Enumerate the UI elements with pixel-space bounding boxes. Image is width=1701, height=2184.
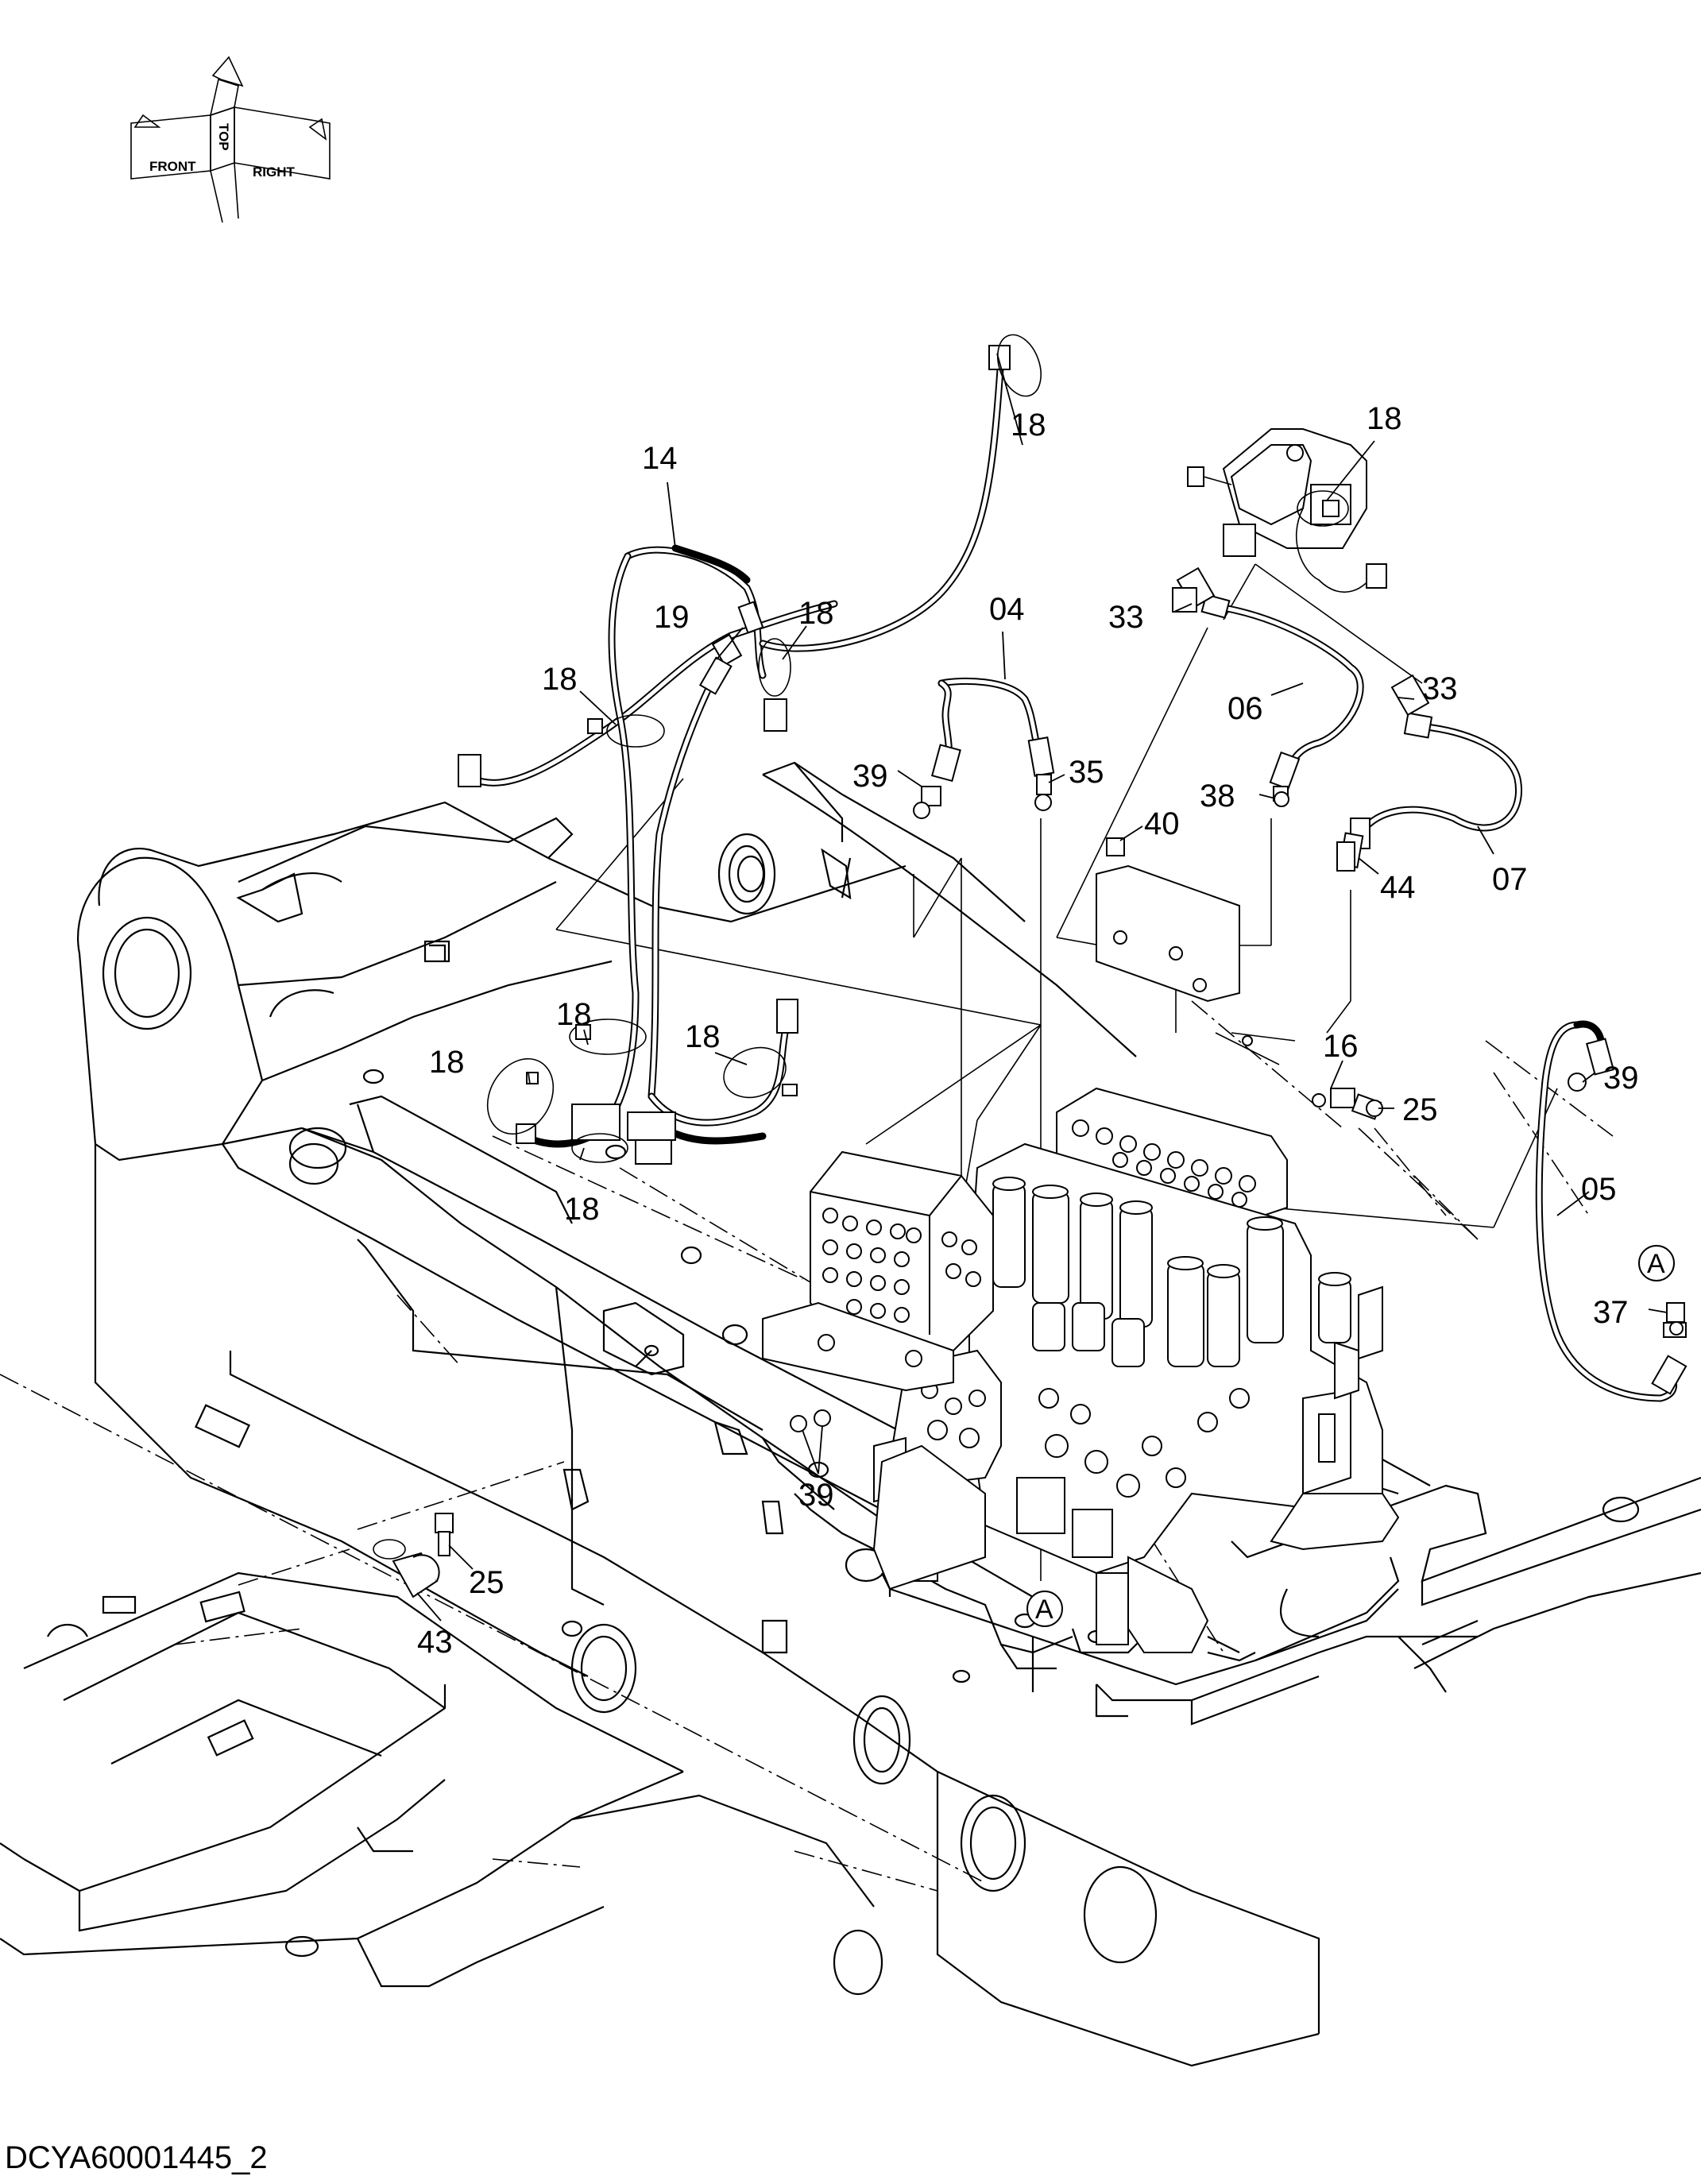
upper-frame-structure (0, 761, 1701, 2067)
hose-05 (1535, 1020, 1687, 1402)
wire-harness-14 (458, 334, 1042, 1165)
callout-06: 06 (1227, 691, 1263, 726)
callout-16: 16 (1323, 1029, 1359, 1064)
callout-25: 25 (1402, 1092, 1438, 1127)
solenoid-ports (822, 1208, 981, 1323)
callout-18: 18 (1011, 408, 1046, 443)
orientation-label-top: TOP (216, 123, 231, 151)
callout-18: 18 (685, 1019, 721, 1054)
section-label-a-right: A (1647, 1249, 1665, 1279)
callout-38: 38 (1200, 779, 1235, 814)
pilot-valve-block (1187, 428, 1387, 593)
orientation-indicator: FRONT TOP RIGHT (130, 56, 331, 223)
lower-body-ports (921, 1382, 1250, 1498)
callout-07: 07 (1492, 862, 1528, 897)
section-marker-a-bottom (1026, 1591, 1063, 1627)
callout-39: 39 (798, 1478, 834, 1513)
section-marker-a-right (1638, 1245, 1675, 1281)
callout-18: 18 (798, 596, 834, 631)
manifold-ports (1072, 1119, 1256, 1208)
callout-14: 14 (642, 441, 678, 476)
callout-05: 05 (1581, 1172, 1617, 1207)
callout-44: 44 (1380, 870, 1416, 905)
callout-39: 39 (1603, 1061, 1639, 1096)
callout-labels: 14 18 18 19 18 18 04 33 06 33 39 35 38 4… (417, 401, 1665, 1660)
section-label-a-bottom: A (1035, 1595, 1053, 1625)
hose-04 (913, 677, 1055, 819)
document-id: DCYA60001445_2 (5, 2140, 268, 2175)
callout-25: 25 (469, 1565, 505, 1600)
callout-18: 18 (556, 997, 592, 1032)
callout-43: 43 (417, 1625, 453, 1660)
callout-leaders (416, 353, 1668, 1622)
callout-33: 33 (1108, 600, 1144, 635)
orientation-label-front: FRONT (149, 159, 196, 174)
valve-spools (992, 1177, 1351, 1367)
fittings (373, 791, 1587, 1598)
callout-18: 18 (542, 662, 578, 697)
callout-33: 33 (1422, 671, 1458, 706)
callout-18: 18 (1367, 401, 1402, 436)
orientation-label-right: RIGHT (253, 164, 296, 180)
callout-35: 35 (1069, 755, 1104, 790)
control-valve-assembly (762, 864, 1400, 1692)
callout-19: 19 (654, 600, 690, 635)
callout-40: 40 (1144, 806, 1180, 841)
callout-37: 37 (1593, 1295, 1629, 1330)
callout-18: 18 (564, 1192, 600, 1227)
callout-39: 39 (852, 759, 888, 794)
hose-06 (1172, 566, 1364, 802)
callout-18: 18 (429, 1045, 465, 1080)
callout-04: 04 (989, 592, 1025, 627)
